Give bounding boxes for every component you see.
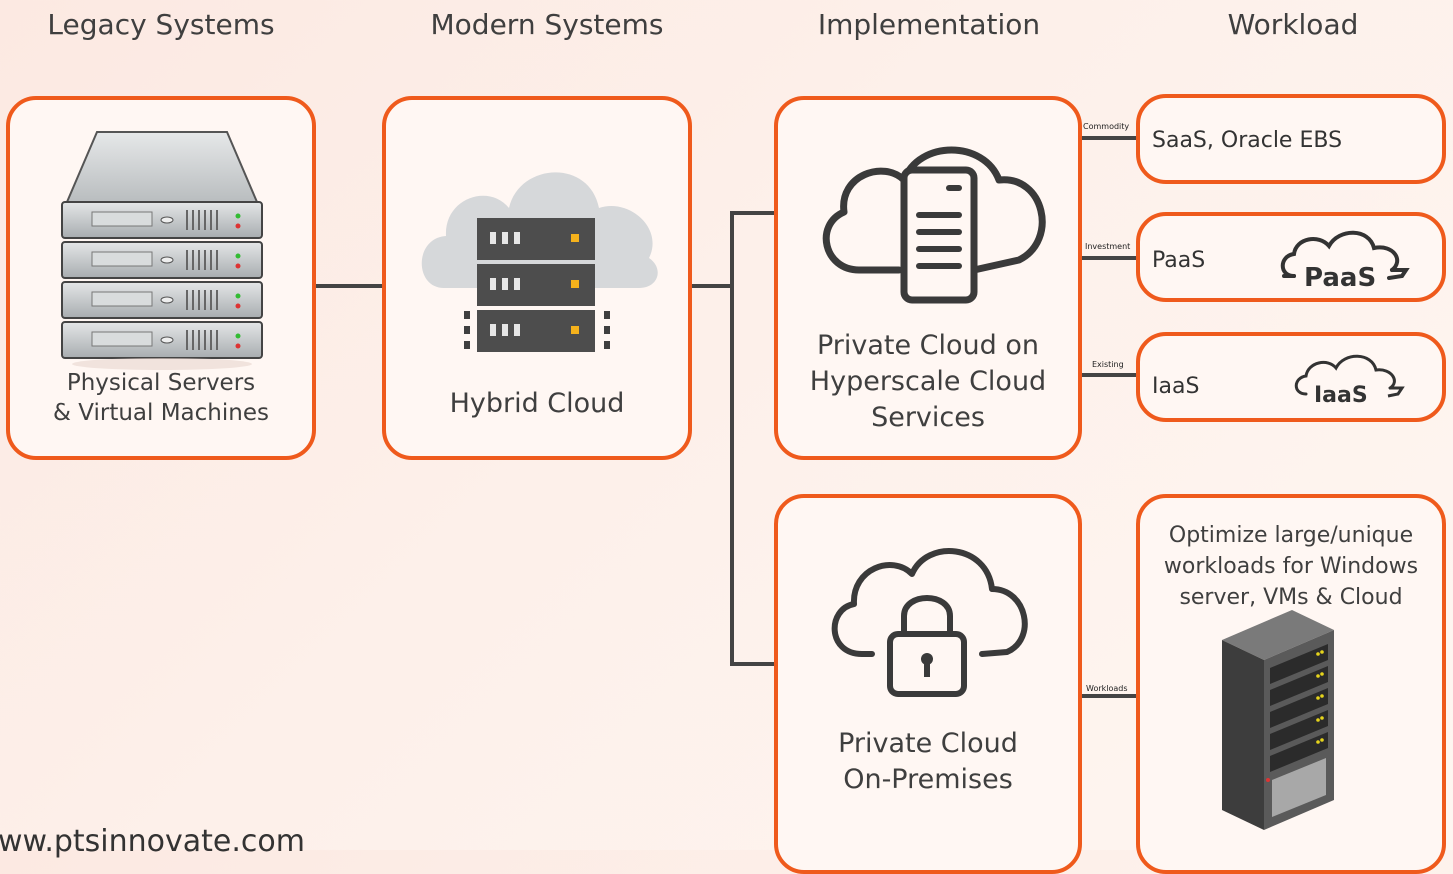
connector-branch-vertical: [730, 211, 734, 666]
iaas-label: IaaS: [1152, 374, 1200, 399]
server-tower-icon: [1222, 610, 1334, 830]
box-private-cloud-hyperscale: Private Cloud on Hyperscale Cloud Servic…: [774, 96, 1082, 460]
connector-investment: [1080, 256, 1138, 260]
private-cloud-hyperscale-label: Private Cloud on Hyperscale Cloud Servic…: [809, 330, 1047, 433]
box-saas: SaaS, Oracle EBS: [1136, 94, 1446, 184]
label-workloads: Workloads: [1086, 684, 1128, 693]
connector-hybrid-branch: [690, 284, 732, 288]
label-investment: Investment: [1085, 242, 1131, 251]
paas-cloud-icon: PaaS: [1280, 230, 1410, 293]
physical-servers-label: Physical Servers & Virtual Machines: [53, 370, 269, 426]
header-workload: Workload: [1227, 8, 1359, 41]
header-implementation: Implementation: [817, 8, 1041, 41]
iaas-cloud-icon: IaaS: [1294, 354, 1405, 408]
box-optimize: Optimize large/unique workloads for Wind…: [1136, 494, 1446, 874]
cloud-lock-icon: [831, 548, 1028, 697]
box-hybrid-cloud: Hybrid Cloud: [382, 96, 692, 460]
paas-label: PaaS: [1152, 248, 1206, 273]
header-modern: Modern Systems: [430, 8, 664, 41]
connector-commodity: [1080, 136, 1138, 140]
hybrid-cloud-label: Hybrid Cloud: [449, 388, 625, 419]
label-commodity: Commodity: [1083, 122, 1130, 131]
label-existing: Existing: [1092, 360, 1124, 369]
paas-logo-text: PaaS: [1304, 263, 1376, 293]
iaas-logo-text: IaaS: [1314, 383, 1368, 408]
connector-existing: [1080, 373, 1138, 377]
server-rack-icon: [61, 131, 263, 370]
hybrid-cloud-server-icon: [421, 172, 658, 352]
box-paas: PaaS PaaS: [1136, 212, 1446, 302]
connector-branch-top: [730, 211, 776, 215]
header-legacy: Legacy Systems: [47, 8, 275, 41]
optimize-label: Optimize large/unique workloads for Wind…: [1163, 523, 1419, 610]
private-cloud-onprem-label: Private Cloud On-Premises: [838, 728, 1018, 795]
connector-legacy-hybrid: [314, 284, 384, 288]
saas-label: SaaS, Oracle EBS: [1152, 128, 1343, 153]
connector-workloads: [1080, 694, 1138, 698]
connector-branch-bottom: [730, 662, 776, 666]
box-physical-servers: Physical Servers & Virtual Machines: [6, 96, 316, 460]
box-private-cloud-onprem: Private Cloud On-Premises: [774, 494, 1082, 874]
box-iaas: IaaS IaaS: [1136, 332, 1446, 422]
footer-url: ww.ptsinnovate.com: [0, 824, 305, 859]
cloud-server-icon: [822, 146, 1046, 304]
